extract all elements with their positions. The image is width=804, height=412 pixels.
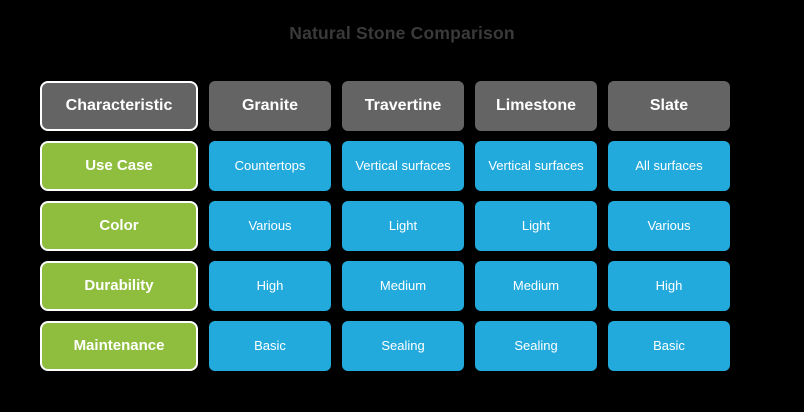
cell-maintenance-limestone: Sealing <box>475 321 597 371</box>
column-header-granite: Granite <box>209 81 331 131</box>
page-title: Natural Stone Comparison <box>289 23 515 43</box>
cell-maintenance-granite: Basic <box>209 321 331 371</box>
comparison-table: Characteristic Granite Travertine Limest… <box>40 81 762 371</box>
cell-use-case-slate: All surfaces <box>608 141 730 191</box>
row-label-color: Color <box>40 201 198 251</box>
table-header-row: Characteristic Granite Travertine Limest… <box>40 81 762 131</box>
column-header-limestone: Limestone <box>475 81 597 131</box>
cell-use-case-granite: Countertops <box>209 141 331 191</box>
cell-use-case-limestone: Vertical surfaces <box>475 141 597 191</box>
cell-durability-slate: High <box>608 261 730 311</box>
cell-use-case-travertine: Vertical surfaces <box>342 141 464 191</box>
row-label-use-case: Use Case <box>40 141 198 191</box>
cell-color-granite: Various <box>209 201 331 251</box>
cell-color-travertine: Light <box>342 201 464 251</box>
column-header-travertine: Travertine <box>342 81 464 131</box>
cell-durability-travertine: Medium <box>342 261 464 311</box>
cell-durability-granite: High <box>209 261 331 311</box>
column-header-characteristic: Characteristic <box>40 81 198 131</box>
row-label-maintenance: Maintenance <box>40 321 198 371</box>
table-row: Color Various Light Light Various <box>40 201 762 251</box>
cell-maintenance-travertine: Sealing <box>342 321 464 371</box>
table-row: Use Case Countertops Vertical surfaces V… <box>40 141 762 191</box>
table-row: Maintenance Basic Sealing Sealing Basic <box>40 321 762 371</box>
cell-color-limestone: Light <box>475 201 597 251</box>
table-row: Durability High Medium Medium High <box>40 261 762 311</box>
column-header-slate: Slate <box>608 81 730 131</box>
cell-color-slate: Various <box>608 201 730 251</box>
cell-durability-limestone: Medium <box>475 261 597 311</box>
cell-maintenance-slate: Basic <box>608 321 730 371</box>
row-label-durability: Durability <box>40 261 198 311</box>
